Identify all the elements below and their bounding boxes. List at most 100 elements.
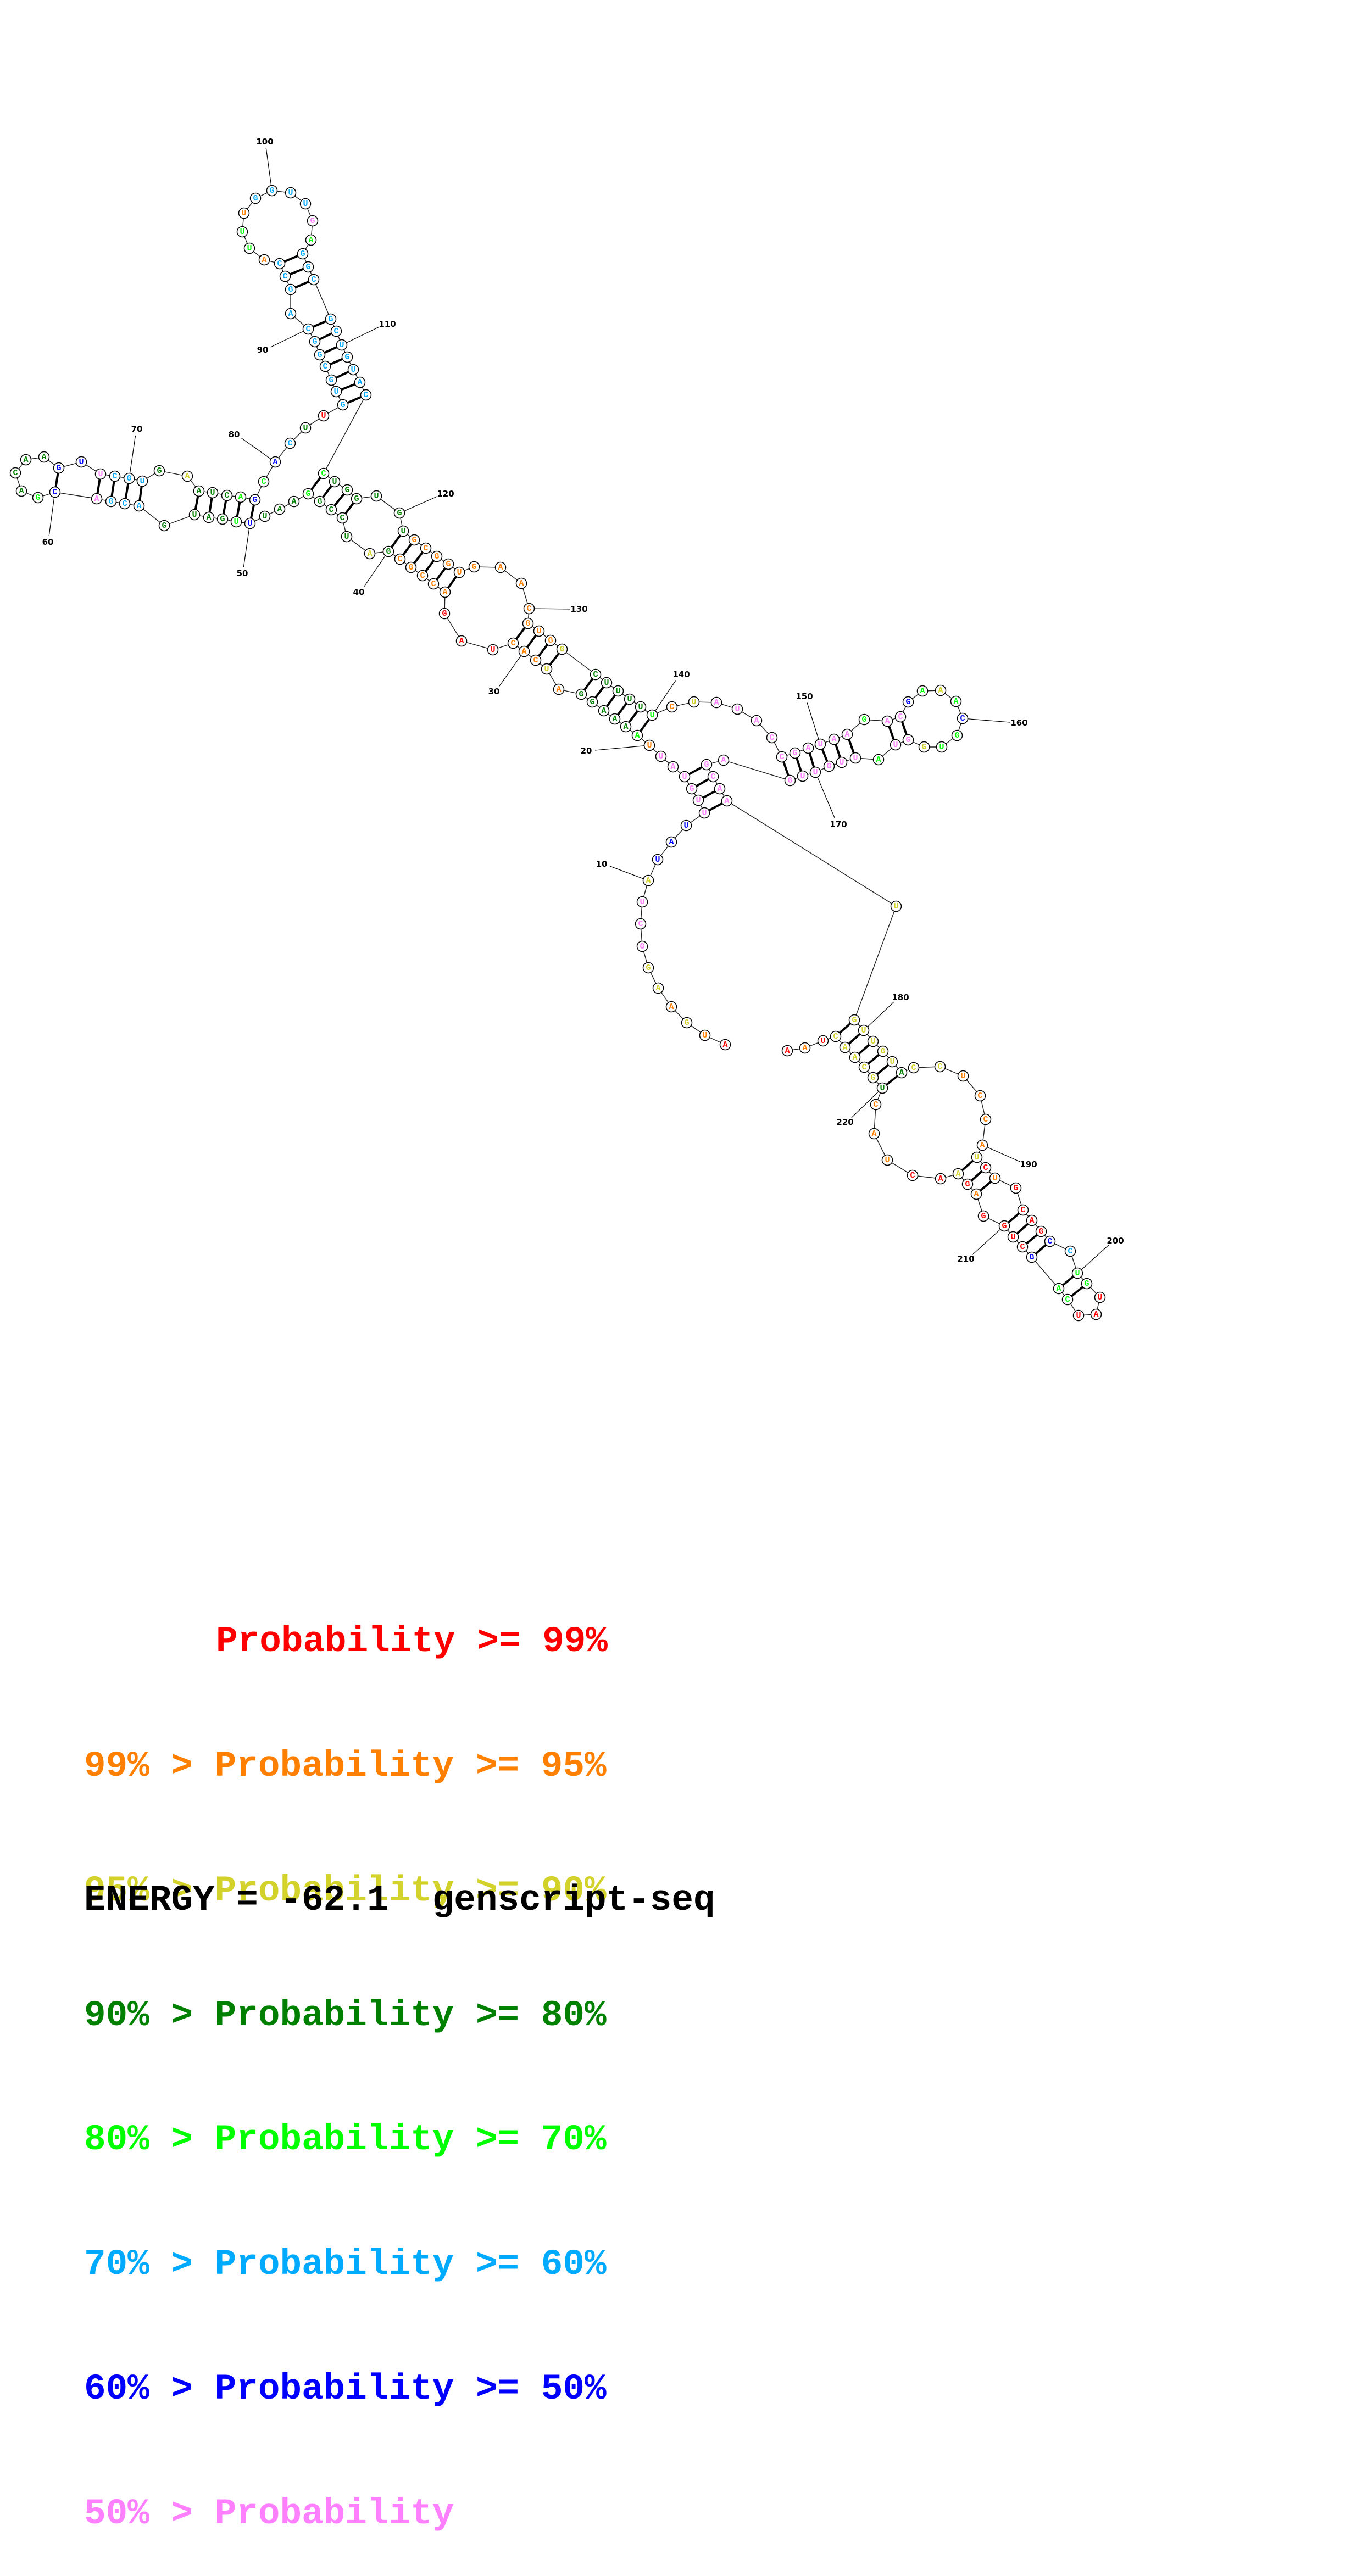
nucleotide-circle [601,677,613,689]
nucleotide-letter: A [206,513,211,522]
backbone-segment [726,800,897,907]
nucleotide-letter: C [977,1091,982,1101]
nucleotide-circle [319,360,331,372]
nucleotide-letter: A [885,717,890,726]
nucleotide-letter: C [779,752,784,762]
nucleotide-circle [970,1188,982,1200]
nucleotide-letter: G [412,536,416,545]
nucleotide-letter: C [833,1032,838,1041]
nucleotide-circle [354,376,366,388]
nucleotide-letter: C [305,325,310,334]
nucleotide-circle [38,451,50,463]
nucleotide: G [686,783,698,795]
nucleotide: C [507,637,519,649]
nucleotide-letter: A [938,1174,943,1184]
nucleotide-circle [710,696,722,709]
nucleotide-circle [848,1014,860,1026]
position-label-line [270,331,304,348]
nucleotide: G [877,1045,889,1057]
nucleotide-letter: U [853,754,858,763]
nucleotide-circle [977,1210,989,1222]
nucleotide-circle [336,339,348,351]
nucleotide-circle [784,774,796,787]
nucleotide-circle [707,771,719,783]
nucleotide: A [642,874,654,886]
nucleotide-letter: U [702,809,707,818]
nucleotide-circle [302,488,314,500]
nucleotide: C [394,553,406,565]
nucleotide-circle [203,511,215,523]
nucleotide-circle [533,625,545,637]
nucleotide: U [679,771,691,783]
nucleotide-letter: C [960,714,965,723]
nucleotide: A [1090,1308,1102,1320]
nucleotide-circle [318,467,330,479]
nucleotide: G [556,643,568,655]
nucleotide-letter: A [974,1190,979,1199]
nucleotide-letter: G [157,466,162,476]
nucleotide-letter: C [898,712,903,722]
nucleotide-letter: U [1076,1311,1081,1320]
nucleotide-letter: U [374,492,379,501]
nucleotide-circle [802,742,814,754]
nucleotide-letter: U [1075,1269,1080,1278]
nucleotide-letter: G [386,547,391,556]
nucleotide-letter: A [41,453,46,462]
nucleotide-circle [360,389,372,401]
base-pair-lines [54,253,1088,1301]
nucleotide: U [238,207,250,219]
nucleotide-letter: C [112,472,117,481]
nucleotide-letter: C [1068,1247,1072,1256]
nucleotide-letter: A [308,236,313,245]
nucleotide-circle [828,733,840,745]
nucleotide-letter: C [333,327,338,336]
nucleotide-letter: A [23,455,28,465]
nucleotide: G [307,215,319,227]
nucleotide-circle [1007,1231,1019,1243]
nucleotide-letter: A [802,1044,807,1053]
nucleotide-circle [575,688,587,700]
position-label: 200 [1107,1236,1124,1246]
nucleotide-circle [679,771,691,783]
nucleotide-letter: U [79,458,84,467]
nucleotide: U [646,709,658,721]
position-label: 180 [892,993,909,1002]
nucleotide: A [269,456,281,468]
nucleotide-circle [408,534,420,546]
nucleotide: A [455,635,468,647]
nucleotide-circle [541,663,553,675]
nucleotide-letter: G [640,942,644,951]
nucleotide: A [935,684,947,696]
nucleotide-circle [849,1051,861,1063]
nucleotide-circle [935,684,947,696]
nucleotide: U [453,566,465,578]
nucleotide: G [408,534,420,546]
nucleotide: U [230,516,242,528]
nucleotide-letter: C [983,1163,988,1173]
position-label: 100 [256,137,273,147]
nucleotide-circle [643,739,655,751]
position-label-line [609,866,644,879]
nucleotide: U [94,468,107,480]
nucleotide: C [420,542,432,554]
position-label: 10 [596,859,608,869]
nucleotide-letter: U [992,1174,997,1183]
nucleotide-letter: G [344,486,349,495]
nucleotide-circle [989,1172,1001,1184]
nucleotide: U [318,410,330,422]
position-label: 190 [1020,1159,1037,1169]
nucleotide-circle [230,516,242,528]
nucleotide-letter: U [890,1057,894,1067]
nucleotide-circle [858,1061,870,1073]
nucleotide: C [49,486,61,498]
nucleotide: U [299,422,312,434]
nucleotide-circle [823,760,835,772]
nucleotide-letter: A [714,698,719,707]
nucleotide-circle [1064,1245,1076,1257]
nucleotide: G [405,561,417,573]
nucleotide-circle [299,422,312,434]
nucleotide: U [858,1024,870,1036]
nucleotide-letter: G [787,776,792,785]
nucleotide-letter: U [627,695,632,704]
nucleotide: U [989,1172,1001,1184]
